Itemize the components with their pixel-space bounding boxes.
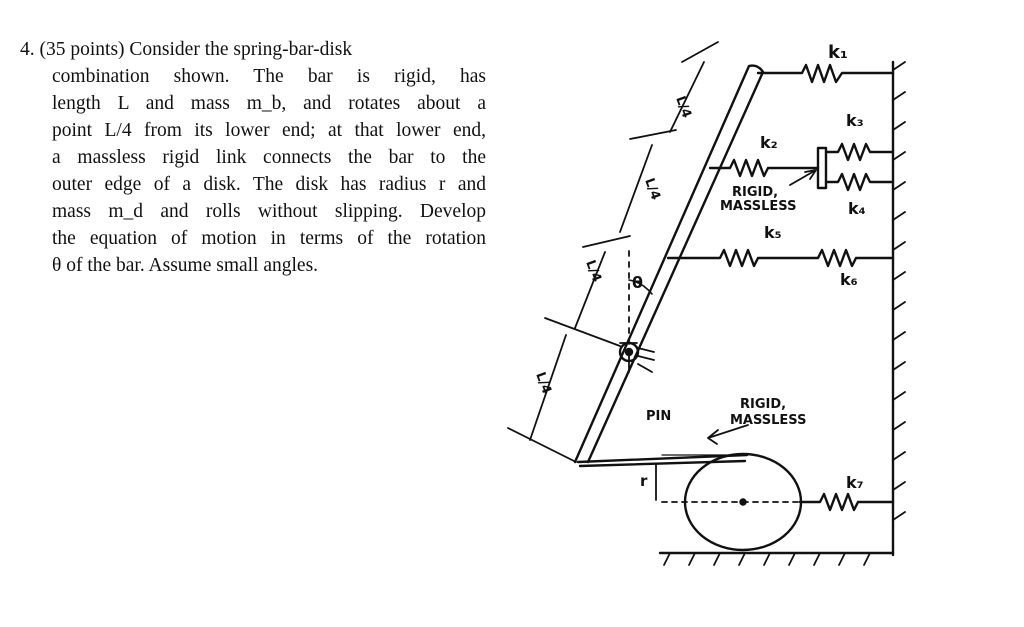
problem-text-4: point L/4 from its lower end; at that lo… — [52, 120, 486, 141]
label-k1: k₁ — [828, 42, 848, 63]
problem-text-6: outer edge of a disk. The disk has radiu… — [52, 174, 486, 195]
problem-line-7: mass m_d and rolls without slipping. Dev… — [20, 198, 486, 225]
label-quarter-1: L/4 — [672, 94, 694, 120]
label-pin: PIN — [646, 409, 671, 424]
label-k2: k₂ — [760, 133, 778, 152]
problem-line-6: outer edge of a disk. The disk has radiu… — [20, 171, 486, 198]
massless-connector-upper — [816, 146, 828, 190]
label-quarter-2: L/4 — [641, 176, 663, 202]
problem-text-1: (35 points) Consider the spring-bar-disk — [39, 39, 353, 60]
problem-line-3: length L and mass m_b, and rotates about… — [20, 90, 486, 117]
lower-rigid-link — [576, 453, 749, 468]
label-k6: k₆ — [840, 270, 858, 289]
label-massless-lower-2: MASSLESS — [730, 413, 806, 428]
problem-text-2: combination shown. The bar is rigid, has — [52, 66, 486, 87]
spring-k3 — [824, 142, 895, 162]
label-k4: k₄ — [848, 199, 866, 218]
upper-link-pointer — [789, 169, 817, 186]
problem-line-9: θ of the bar. Assume small angles. — [20, 252, 486, 279]
label-radius: r — [640, 472, 648, 490]
problem-line-4: point L/4 from its lower end; at that lo… — [20, 117, 486, 144]
label-massless-upper-2: MASSLESS — [720, 199, 796, 214]
spring-k4 — [824, 172, 895, 192]
problem-text-3: length L and mass m_b, and rotates about… — [52, 93, 486, 114]
wall-hatching — [892, 61, 906, 521]
label-k5: k₅ — [764, 223, 782, 242]
theta-arc — [628, 279, 653, 295]
label-k7: k₇ — [846, 473, 864, 492]
problem-text-8: the equation of motion in terms of the r… — [52, 228, 486, 249]
problem-text-7: mass m_d and rolls without slipping. Dev… — [52, 201, 486, 222]
label-quarter-3: L/4 — [582, 258, 604, 284]
problem-number: 4. — [20, 39, 35, 60]
spring-k1 — [756, 63, 895, 84]
label-rigid-upper-1: RIGID, — [732, 185, 778, 200]
problem-text-9: θ of the bar. Assume small angles. — [52, 255, 319, 276]
spring-k7 — [798, 492, 895, 512]
rigid-bar — [573, 64, 765, 464]
springs-k5-k6 — [666, 248, 895, 268]
problem-line-1: 4. (35 points) Consider the spring-bar-d… — [20, 36, 486, 63]
problem-line-8: the equation of motion in terms of the r… — [20, 225, 486, 252]
problem-statement: 4. (35 points) Consider the spring-bar-d… — [20, 36, 486, 279]
problem-text-5: a massless rigid link connects the bar t… — [52, 147, 486, 168]
dimension-lines — [507, 41, 719, 463]
label-theta: θ — [632, 273, 643, 292]
lower-link-pointer — [707, 424, 749, 445]
problem-line-2: combination shown. The bar is rigid, has — [20, 63, 486, 90]
label-rigid-lower-1: RIGID, — [740, 397, 786, 412]
problem-line-5: a massless rigid link connects the bar t… — [20, 144, 486, 171]
label-k3: k₃ — [846, 111, 864, 130]
ground-hatching — [663, 552, 871, 566]
spring-k2 — [708, 158, 820, 178]
label-quarter-4: L/4 — [532, 370, 554, 396]
